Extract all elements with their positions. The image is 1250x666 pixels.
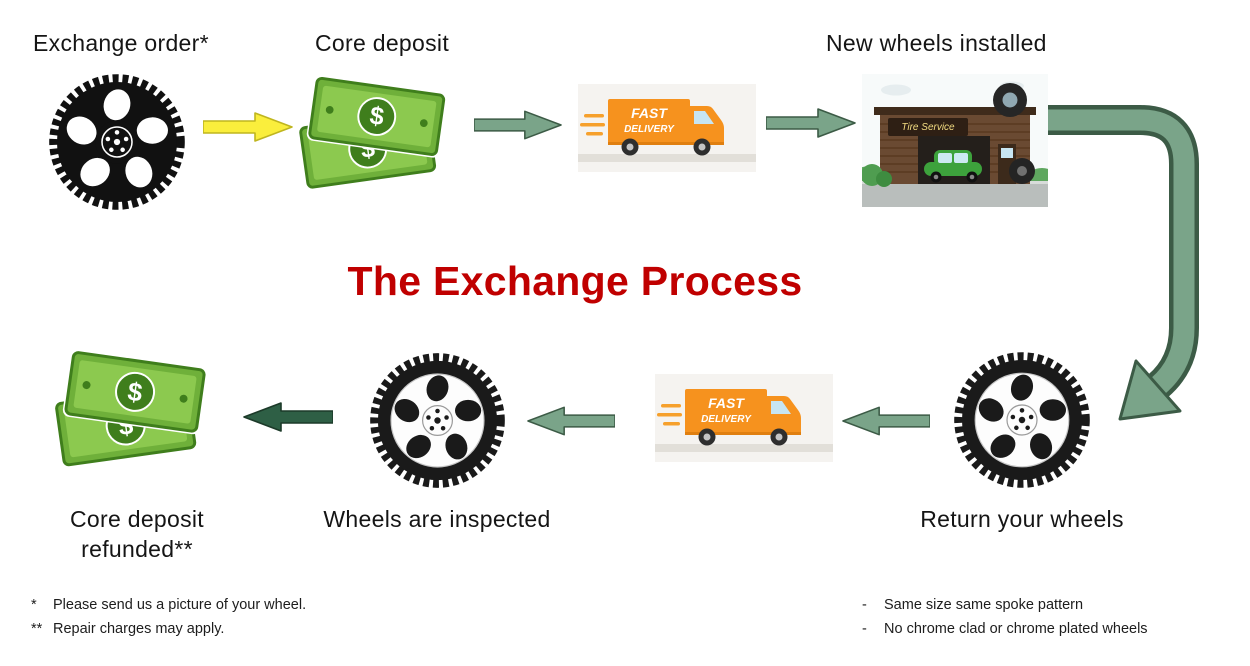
arrow-right-yellow-icon: [203, 112, 293, 142]
footnote-text: Repair charges may apply.: [53, 620, 225, 637]
money-icon: $ $: [297, 75, 447, 191]
footnote-marker: **: [31, 620, 43, 637]
wheel-lug-bolts: [426, 408, 449, 431]
arrow-left-dark-green-icon: [243, 402, 333, 432]
dollar-sign: $: [368, 102, 386, 132]
black-wheel-icon: [49, 74, 185, 210]
money-icon: $ $: [53, 349, 208, 468]
footnote-text: Same size same spoke pattern: [884, 597, 1084, 613]
footnote-text: No chrome clad or chrome plated wheels: [884, 620, 1148, 637]
step-label-exchange-order: Exchange order*: [33, 30, 209, 56]
footnotes-right: - Same size same spoke pattern - No chro…: [862, 594, 1148, 642]
curved-arrow-down-icon: [1036, 105, 1199, 421]
footnote-marker: -: [862, 620, 867, 637]
white-wheel-icon: [370, 353, 505, 488]
dollar-bill-front: $: [62, 349, 208, 435]
step-label-core-deposit: Core deposit: [315, 30, 450, 56]
tire-shop-icon: Tire Service: [862, 74, 1048, 207]
truck-text-fast: FAST: [631, 105, 668, 121]
arrow-left-green-icon: [527, 406, 615, 436]
step-label-return-your-wheels: Return your wheels: [920, 506, 1124, 532]
arrow-right-green-icon: [766, 108, 856, 138]
speed-lines: [580, 114, 605, 136]
arrow-left-green-icon: [842, 406, 930, 436]
wheel-spoke-windows: [66, 89, 168, 188]
delivery-truck-icon: FAST DELIVERY: [578, 84, 756, 172]
shop-sign-text: Tire Service: [901, 122, 955, 133]
footnote-marker: *: [31, 597, 37, 613]
wheel-spoke-windows: [978, 374, 1067, 460]
delivery-truck-icon: FAST DELIVERY: [655, 374, 833, 462]
truck-text-delivery: DELIVERY: [624, 124, 675, 135]
refund-label-line-1: Core deposit: [69, 506, 204, 532]
truck-text-fast: FAST: [708, 395, 745, 411]
arrow-right-green-icon: [474, 110, 562, 140]
footnotes-left: * Please send us a picture of your wheel…: [31, 594, 306, 642]
wheel-lug-bolts: [105, 130, 129, 153]
step-label-wheels-are-inspected: Wheels are inspected: [323, 506, 551, 532]
wheel-lug-bolts: [1010, 408, 1034, 431]
footnote-marker: -: [862, 597, 867, 613]
dollar-sign: $: [126, 376, 145, 408]
footnote-item: - Same size same spoke pattern: [862, 594, 1148, 618]
speed-lines: [657, 404, 682, 426]
truck-text-delivery: DELIVERY: [701, 414, 752, 425]
footnote-item: * Please send us a picture of your wheel…: [31, 594, 306, 618]
dollar-bill-front: $: [306, 75, 447, 158]
refund-label-line-2: refunded**: [81, 535, 193, 562]
step-label-new-wheels-installed: New wheels installed: [826, 30, 1047, 56]
wheel-spoke-windows: [394, 375, 482, 460]
footnote-item: ** Repair charges may apply.: [31, 618, 306, 642]
footnote-item: - No chrome clad or chrome plated wheels: [862, 618, 1148, 642]
page-title: The Exchange Process: [347, 258, 803, 304]
white-wheel-icon: [954, 352, 1090, 488]
green-car: [924, 150, 982, 183]
footnote-text: Please send us a picture of your wheel.: [53, 597, 307, 613]
shop-sign: [888, 118, 968, 136]
step-label-core-deposit-refunded: Core deposit refunded**: [12, 505, 262, 565]
